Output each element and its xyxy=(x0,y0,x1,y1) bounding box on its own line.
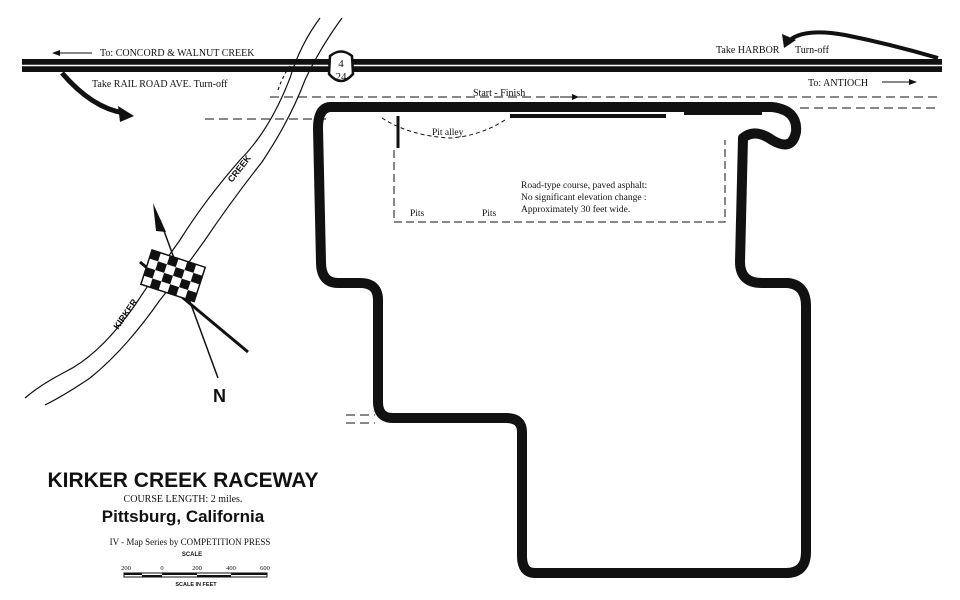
north-label: N xyxy=(213,386,226,406)
course-note-3: Approximately 30 feet wide. xyxy=(521,204,630,215)
kirker-creek xyxy=(24,17,343,406)
scale-tick-2: 200 xyxy=(192,565,202,572)
shield-number-bottom: 24 xyxy=(336,71,348,83)
railroad-turnoff-ramp xyxy=(60,71,125,116)
shield-number-top: 4 xyxy=(338,58,344,70)
pit-area: Pit alley Pits Pits xyxy=(381,111,762,223)
course-length: COURSE LENGTH: 2 miles. xyxy=(124,494,243,505)
map-series: IV - Map Series by COMPETITION PRESS xyxy=(110,537,271,547)
frontage-road xyxy=(205,96,940,424)
highway: To: CONCORD & WALNUT CREEK To: ANTIOCH T… xyxy=(22,30,942,122)
scale-bar: SCALE 200 0 200 400 600 SCALE IN FEET xyxy=(121,552,270,588)
course-note-1: Road-type course, paved asphalt: xyxy=(521,181,647,191)
pit-alley-label: Pit alley xyxy=(432,128,464,138)
course-note-2: No significant elevation change : xyxy=(521,192,647,203)
pit-boundary xyxy=(393,140,726,223)
harbor-turnoff-ramp xyxy=(788,30,939,60)
checkered-flag-icon xyxy=(139,249,249,354)
scale-tick-1: 0 xyxy=(160,565,163,572)
west-direction-label: To: CONCORD & WALNUT CREEK xyxy=(100,48,255,59)
railroad-turnoff-arrow-icon xyxy=(118,106,134,122)
race-track xyxy=(313,102,811,578)
harbor-turnoff-arrow-icon xyxy=(782,34,796,48)
kirker-label: KIRKER xyxy=(111,297,139,331)
harbor-turnoff-label: Take HARBOR xyxy=(716,45,780,56)
map-title: KIRKER CREEK RACEWAY xyxy=(47,469,318,492)
pits-label-1: Pits xyxy=(410,209,425,219)
railroad-turnoff-label: Take RAIL ROAD AVE. Turn-off xyxy=(92,79,228,90)
east-direction-label: To: ANTIOCH xyxy=(808,78,868,89)
title-block: KIRKER CREEK RACEWAY COURSE LENGTH: 2 mi… xyxy=(47,469,318,547)
north-arrow-icon: N xyxy=(153,203,226,406)
scale-tick-4: 600 xyxy=(260,565,270,572)
scale-label: SCALE xyxy=(182,552,202,558)
scale-tick-0: 200 xyxy=(121,565,131,572)
start-finish-label: Start - Finish xyxy=(473,88,525,99)
highway-shield-icon: 4 24 xyxy=(327,50,355,83)
pit-alley-path xyxy=(381,117,506,139)
harbor-turnoff-label-2: Turn-off xyxy=(795,45,830,56)
location: Pittsburg, California xyxy=(102,507,265,526)
scale-unit-label: SCALE IN FEET xyxy=(175,582,217,588)
scale-tick-3: 400 xyxy=(226,565,236,572)
pits-label-2: Pits xyxy=(482,209,497,219)
